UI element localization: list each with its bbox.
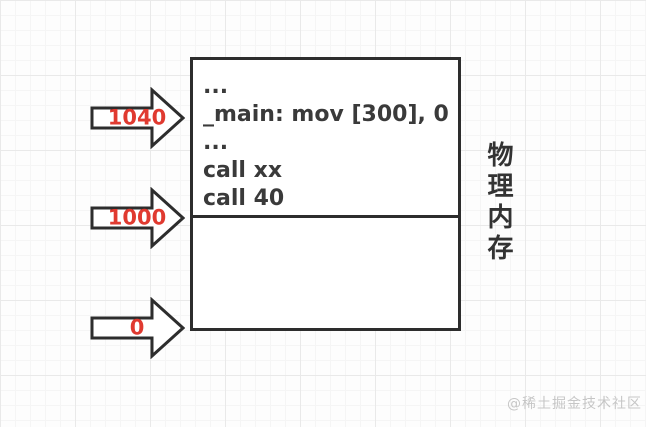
- right-arrow-icon: [90, 297, 185, 359]
- code-line: _main: mov [300], 0: [203, 102, 449, 127]
- address-arrow-0: 0: [90, 297, 185, 359]
- address-label: 1000: [107, 205, 167, 230]
- watermark: @稀土掘金技术社区: [507, 396, 642, 412]
- right-arrow-icon: [90, 87, 185, 149]
- address-arrow-1040: 1040: [90, 87, 185, 149]
- code-block: ... _main: mov [300], 0 ... call xx call…: [203, 73, 454, 213]
- physical-memory-label: 物理内存: [483, 141, 513, 265]
- memory-box: ... _main: mov [300], 0 ... call xx call…: [190, 57, 461, 331]
- right-arrow-icon: [90, 187, 185, 249]
- code-line: ...: [203, 74, 229, 99]
- memory-region-divider: [192, 215, 459, 218]
- code-line: ...: [203, 130, 229, 155]
- code-line: call 40: [203, 186, 285, 211]
- address-label: 0: [129, 315, 145, 340]
- address-label: 1040: [107, 105, 167, 130]
- code-line: call xx: [203, 158, 283, 183]
- address-arrow-1000: 1000: [90, 187, 185, 249]
